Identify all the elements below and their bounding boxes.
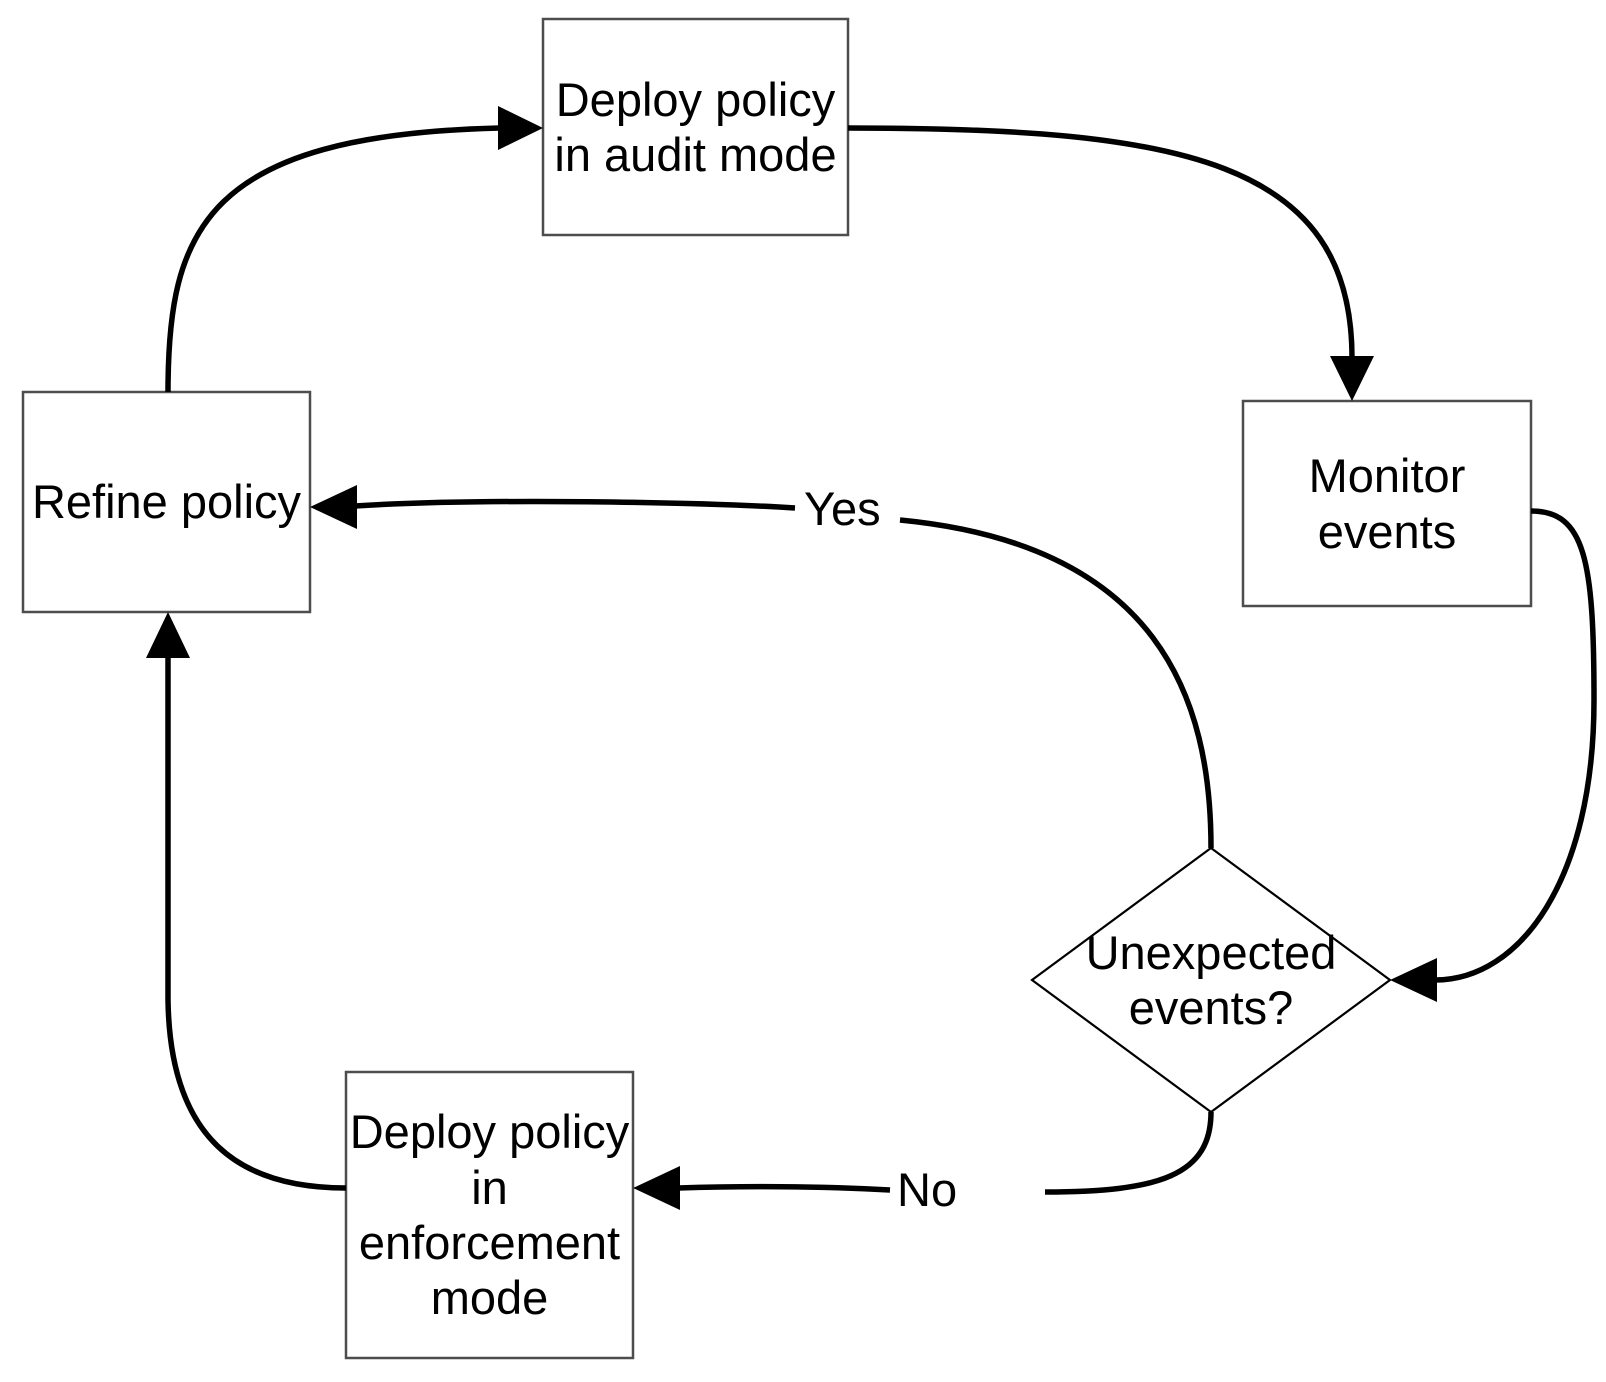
edge-decision-yes-arrowhead — [310, 485, 357, 529]
node-monitor-events-shape[interactable] — [1241, 399, 1533, 608]
edge-audit-to-monitor-arrowhead — [1330, 356, 1374, 401]
node-unexpected-events-shape[interactable] — [1030, 846, 1392, 1114]
edge-decision-no-path-left — [677, 1183, 891, 1193]
edge-monitor-to-decision-path — [1434, 508, 1597, 983]
edge-decision-no-arrowhead — [633, 1166, 680, 1210]
edge-enforcement-to-refine-arrowhead — [146, 612, 190, 658]
edge-decision-yes-path-left — [354, 498, 796, 511]
edge-audit-to-monitor-path — [847, 125, 1355, 359]
edge-refine-to-audit-arrowhead — [498, 106, 543, 150]
edge-monitor-to-decision-arrowhead — [1390, 958, 1437, 1002]
node-refine-policy-shape[interactable] — [21, 390, 312, 614]
edge-label-no: No — [893, 1166, 962, 1213]
node-deploy-audit-shape[interactable] — [541, 17, 850, 237]
edge-decision-yes-path — [899, 517, 1214, 849]
edge-refine-to-audit-path — [165, 125, 501, 393]
edge-label-yes: Yes — [800, 485, 885, 532]
edge-enforcement-to-refine-path — [164, 654, 347, 1191]
node-deploy-enforcement-shape[interactable] — [344, 1070, 635, 1360]
edge-decision-no-path — [1044, 1111, 1214, 1195]
